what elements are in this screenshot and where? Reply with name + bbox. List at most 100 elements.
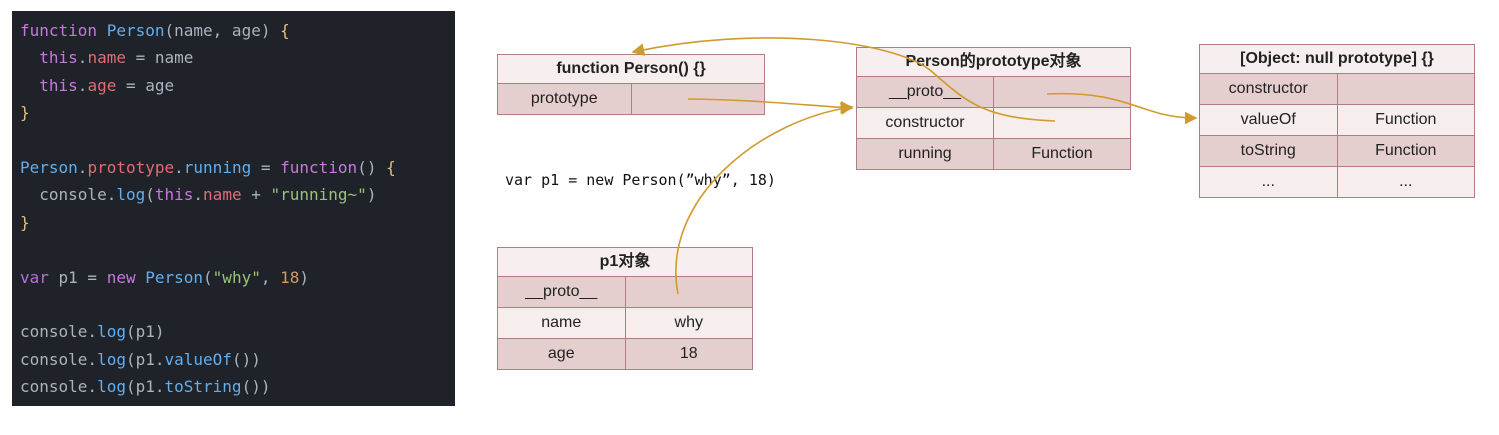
code-token: (p1): [125, 322, 165, 342]
code-token: new: [106, 267, 146, 287]
property-name-cell: toString: [1200, 136, 1338, 166]
table-row: running Function: [857, 139, 1130, 169]
code-token: log: [97, 377, 126, 397]
property-name-cell: constructor: [1200, 74, 1338, 104]
table-row: name why: [498, 308, 752, 339]
code-line: this.name = name: [20, 44, 455, 71]
property-value-cell: why: [674, 314, 703, 331]
code-token: = name: [125, 48, 194, 68]
code-token: Person: [145, 267, 204, 287]
code-line: this.age = age: [20, 72, 455, 99]
code-token: "running~": [270, 185, 367, 205]
code-token: .: [193, 185, 204, 205]
table-row: age 18: [498, 339, 752, 369]
code-token: prototype: [87, 157, 175, 177]
code-token: name: [87, 48, 126, 68]
code-token: function: [280, 157, 358, 177]
property-value-cell: ...: [1399, 173, 1413, 190]
table-title: Person的prototype对象: [857, 48, 1130, 77]
table-title: p1对象: [498, 248, 752, 277]
code-token: age: [87, 75, 117, 95]
code-token: =: [251, 157, 281, 177]
code-line: }: [20, 99, 455, 126]
property-name-cell: __proto__: [857, 77, 994, 107]
code-token: console.: [20, 185, 117, 205]
table-row: toString Function: [1200, 136, 1474, 167]
code-token: {: [386, 157, 396, 177]
code-token: this: [39, 75, 78, 95]
code-token: .: [174, 157, 184, 177]
property-name-cell: running: [857, 139, 994, 169]
code-token: log: [97, 349, 126, 369]
table-row: __proto__: [498, 277, 752, 308]
code-token: log: [97, 322, 126, 342]
table-row: constructor: [857, 108, 1130, 139]
p1-object-table: p1对象__proto__name why age 18: [497, 247, 753, 370]
table-row: __proto__: [857, 77, 1130, 108]
property-name-cell: constructor: [857, 108, 994, 138]
code-token: "why": [212, 267, 261, 287]
property-name-cell: __proto__: [498, 277, 626, 307]
code-token: (: [203, 267, 213, 287]
code-token: (name, age): [164, 21, 281, 40]
code-token: valueOf: [164, 349, 232, 369]
code-token: log: [116, 185, 146, 205]
code-token: .: [77, 75, 88, 95]
property-value-cell: Function: [1375, 142, 1437, 159]
code-line: Person.prototype.running = function() {: [20, 154, 455, 181]
property-value-cell: 18: [679, 345, 698, 362]
code-token: toString: [164, 377, 242, 397]
code-token: 18: [280, 267, 300, 287]
code-line: console.log(p1.toString()): [20, 373, 455, 400]
code-line: console.log(this.name + "running~"): [20, 181, 455, 208]
code-token: (): [357, 157, 387, 177]
code-token: ,: [260, 267, 281, 287]
function-person-table: function Person() {}prototype: [497, 54, 765, 115]
code-token: }: [20, 212, 30, 232]
code-token: var: [20, 267, 59, 287]
table-row: ......: [1200, 167, 1474, 197]
code-token: ()): [241, 377, 271, 397]
code-token: (p1.: [125, 377, 165, 397]
arrow-constructor-to-function-person: [631, 37, 1056, 122]
code-token: name: [203, 185, 242, 205]
code-token: }: [20, 103, 30, 123]
code-token: ): [366, 185, 377, 205]
code-token: Person: [106, 21, 165, 40]
arrow-proto-to-null-prototype: [1046, 92, 1198, 125]
code-line: console.log(p1.valueOf()): [20, 346, 455, 373]
table-row: prototype: [498, 84, 764, 114]
code-panel: function Person(name, age) { this.name =…: [12, 11, 455, 406]
code-token: console.: [20, 349, 98, 369]
code-token: console.: [20, 322, 98, 342]
code-token: this: [39, 48, 78, 68]
property-value-cell: Function: [1375, 111, 1437, 128]
code-token: ()): [231, 349, 261, 369]
property-name-cell: name: [498, 308, 626, 338]
table-title: function Person() {}: [498, 55, 764, 84]
code-token: (p1.: [125, 349, 165, 369]
table-title: [Object: null prototype] {}: [1200, 45, 1474, 74]
code-token: .: [77, 48, 88, 68]
table-row: constructor: [1200, 74, 1474, 105]
property-name-cell: prototype: [498, 84, 632, 114]
code-line: console.log(p1): [20, 318, 455, 345]
property-name-cell: ...: [1200, 167, 1338, 197]
code-token: .: [77, 157, 88, 177]
property-name-cell: age: [498, 339, 626, 369]
arrow-p1-proto-to-person-prototype: [675, 102, 854, 295]
code-token: {: [280, 21, 290, 40]
property-value-cell: Function: [1031, 145, 1093, 162]
code-line: }: [20, 209, 455, 236]
code-token: console.: [20, 377, 98, 397]
code-token: p1 =: [58, 267, 107, 287]
code-token: +: [241, 185, 271, 205]
code-token: (: [145, 185, 155, 205]
code-token: this: [154, 185, 194, 205]
code-line: function Person(name, age) {: [20, 17, 455, 44]
code-token: Person: [20, 157, 78, 177]
